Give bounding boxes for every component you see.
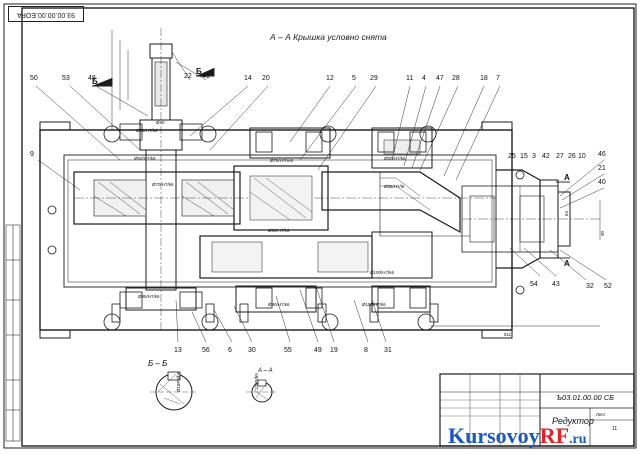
leader-number: 49 [314,347,322,354]
sheet-label: Лист [596,412,606,417]
leader-number: 42 [542,153,550,160]
section-mark: Б [196,67,202,76]
leader-number: 15 [520,153,528,160]
leader-number: 5 [352,75,356,82]
inner-frame [21,7,635,447]
leader-number: 52 [604,283,612,290]
intermediate-gear [199,127,373,313]
leader-number: 22 [184,73,192,80]
leader-number: 12 [326,75,334,82]
watermark-brand-b: RF [539,423,570,448]
leader-numbers-top: 50 53 48 22 41 14 20 12 5 29 11 4 47 28 18 7 [30,73,500,82]
dimension-value: Ø18Р9/h9 [176,371,181,392]
section-mark: Б [92,77,98,86]
dimension-value: 90 [600,230,605,236]
leader-number: 55 [284,347,292,354]
leader-number: 28 [452,75,460,82]
document-number: Ъ03.01.00.00 СБ [556,393,614,402]
dimension-value: Ø100/Н7/k6 [370,270,395,275]
leader-number: 20 [262,75,270,82]
dimension-value: Ø50/Н7/k6 [134,156,156,161]
leader-number: 25 [508,153,516,160]
watermark-brand-a: Kursovoy [448,423,540,448]
leader-number: 8 [364,347,368,354]
watermark-tld: .ru [569,432,587,447]
leader-number: 31 [384,347,392,354]
section-mark: А [564,259,570,268]
leader-number: 21 [598,165,606,172]
dimension-value: 64 [564,210,569,216]
section-bb-label: Б – Б [148,359,167,368]
dimension-value: 12Р9/h9 [254,373,259,390]
dimension-value: 511 [504,332,512,337]
dimension-lines [111,30,601,327]
leader-number: 41 [202,73,210,80]
leader-number: 56 [202,347,210,354]
leader-number: 40 [598,179,606,186]
leader-number: 3 [532,153,536,160]
section-arrows [92,68,570,259]
leader-number: 30 [248,347,256,354]
dimension-value: Ø85/Н7/l6 [384,184,405,189]
leader-number: 53 [62,75,70,82]
output-shaft [461,185,600,253]
leader-number: 54 [530,281,538,288]
leader-number: 13 [174,347,182,354]
leader-number: 32 [586,283,594,290]
input-shaft [125,28,197,330]
leader-numbers-bottom: 13 56 6 30 55 49 19 8 31 [174,347,392,354]
binding-strip [5,224,21,442]
leader-lines [35,51,607,343]
leader-number: 7 [496,75,500,82]
leader-number: 9 [30,151,34,158]
outer-frame [3,3,637,449]
input-gear [73,171,496,225]
leader-number: 6 [228,347,232,354]
bevel-gear [321,127,470,313]
leader-number: 43 [552,281,560,288]
leader-number: 50 [30,75,38,82]
leader-number: 48 [88,75,96,82]
dimension-value: Ø40 [156,120,165,125]
dimension-value: Ø90/Н7/k6 [268,302,290,307]
leader-numbers-left: 9 [30,151,34,158]
dimension-value: Ø60/Н7/k6 [384,156,406,161]
leader-number: 10 [578,153,586,160]
watermark-logo: KursovoyRF.ru [448,423,587,448]
leader-number: 11 [406,75,413,82]
leader-number: 18 [480,75,488,82]
leader-number: 26 [568,153,576,160]
leader-number: 47 [436,75,444,82]
leader-number: 14 [244,75,252,82]
sheet-count: 11 [612,426,617,432]
dimension-value: Ø80/Н7/k6 [268,228,290,233]
title-block [439,373,635,447]
leader-number: 27 [556,153,564,160]
section-views [150,371,278,411]
leader-number: 4 [422,75,426,82]
stamp-code: 93.00.00.00.ЕОРА [8,6,84,22]
dimension-value: Ø75/Н7/m6 [270,158,294,163]
section-title: А – А Крышка условно снята [269,32,387,42]
dimension-value: Ø110/Н7/k6 [362,302,386,307]
dimension-value: Ø70/Н7/k6 [152,182,174,187]
dimension-value: Ø85/Н7/k6 [138,294,160,299]
leader-number: 19 [330,347,338,354]
section-mark: А [564,173,570,182]
bearings [119,123,427,309]
leader-number: 46 [598,151,606,158]
drawing-title: Редуктор [552,416,594,426]
view-marks: Б Б А А [92,67,570,268]
leader-number: 29 [370,75,378,82]
section-aa-label: А – А [257,368,273,374]
base-bolts [111,303,439,323]
dimension-value: Ø56/Н7/k6 [136,128,158,133]
